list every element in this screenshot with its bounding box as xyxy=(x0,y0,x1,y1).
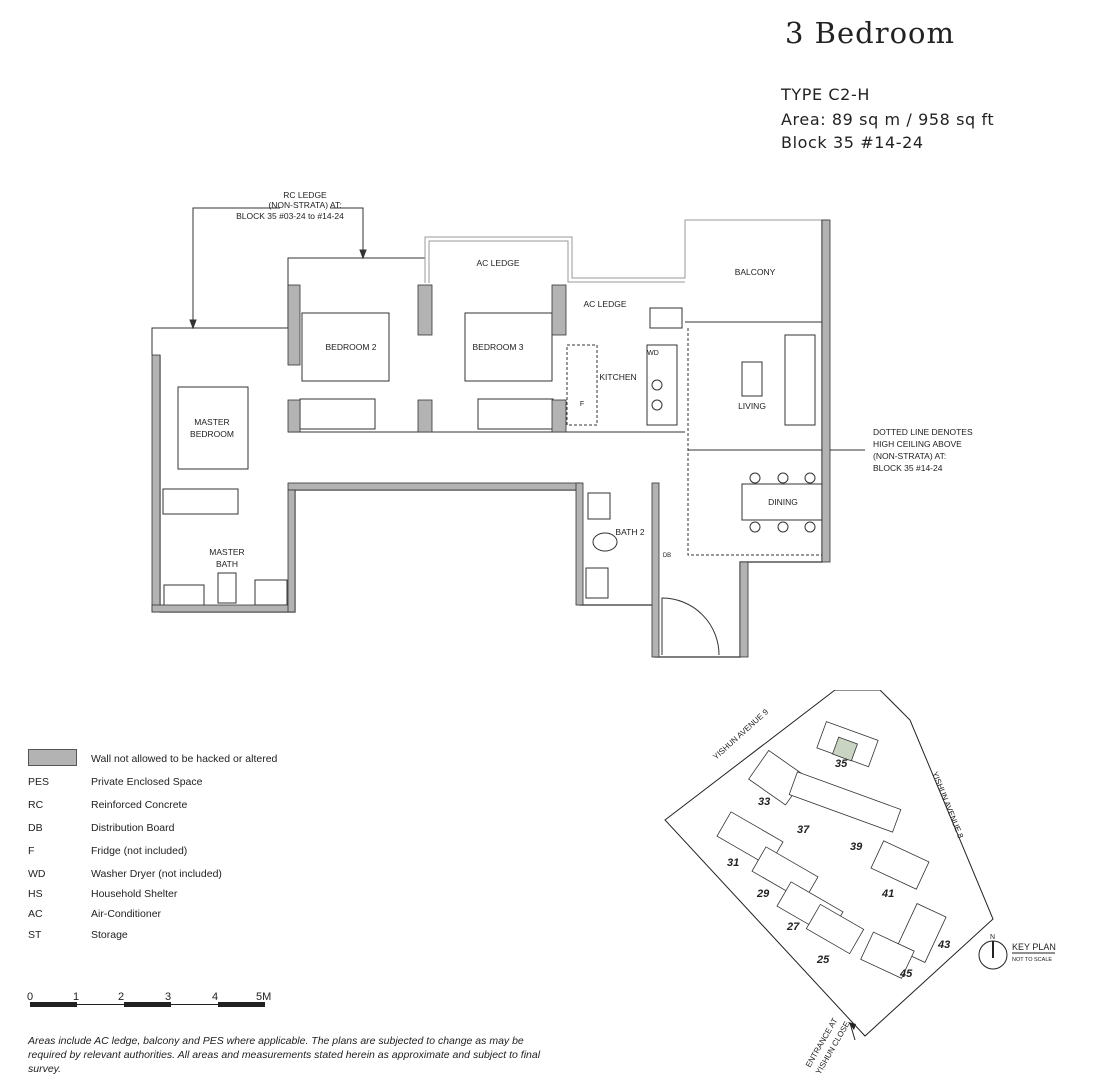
db-label: DB xyxy=(663,553,671,559)
room-master-bedroom-1: MASTER xyxy=(194,417,229,427)
room-bedroom-3: BEDROOM 3 xyxy=(472,342,523,352)
legend-desc: Household Shelter xyxy=(91,888,178,900)
ceiling-note-2: HIGH CEILING ABOVE xyxy=(873,439,962,449)
road-yishun-ave-8: YISHUN AVENUE 8 xyxy=(930,770,965,840)
fridge-label: F xyxy=(580,401,584,408)
rc-ledge-note-1: RC LEDGE xyxy=(283,190,327,200)
legend-desc: Distribution Board xyxy=(91,822,175,834)
block-label: 33 xyxy=(758,796,770,808)
ceiling-note-1: DOTTED LINE DENOTES xyxy=(873,427,973,437)
block-label: 31 xyxy=(727,857,739,869)
page-title: 3 Bedroom xyxy=(785,16,955,50)
scale-label: 4 xyxy=(212,991,219,1003)
key-plan: 35 33 37 39 31 29 41 27 25 43 45 YISHUN … xyxy=(664,690,1056,1076)
legend-desc: Reinforced Concrete xyxy=(91,799,188,811)
block-label: 29 xyxy=(756,888,770,900)
unit-block: Block 35 #14-24 xyxy=(781,133,924,152)
entrance-arrow-icon xyxy=(849,1022,856,1041)
legend-desc: Private Enclosed Space xyxy=(91,776,203,788)
scale-label: 1 xyxy=(73,991,80,1003)
keyplan-title: KEY PLAN xyxy=(1012,942,1056,952)
block-label: 35 xyxy=(835,758,848,770)
north-arrow-icon: N xyxy=(978,934,1008,970)
unit-type: TYPE C2-H xyxy=(781,85,870,104)
ceiling-note-4: BLOCK 35 #14-24 xyxy=(873,463,943,473)
floor-plan: RC LEDGE (NON-STRATA) AT: BLOCK 35 #03-2… xyxy=(151,190,973,658)
legend-abbr: DB xyxy=(28,822,43,834)
room-bath-2: BATH 2 xyxy=(615,527,644,537)
disclaimer: Areas include AC ledge, balcony and PES … xyxy=(28,1035,541,1075)
structural-walls xyxy=(151,219,831,658)
block-label: 27 xyxy=(786,921,800,933)
block-label: 41 xyxy=(881,888,894,900)
north-label: N xyxy=(990,934,995,941)
rc-ledge-note-3: BLOCK 35 #03-24 to #14-24 xyxy=(236,211,344,221)
room-master-bedroom-2: BEDROOM xyxy=(190,429,234,439)
legend-wall-swatch xyxy=(28,749,77,766)
legend-desc: Storage xyxy=(91,929,128,941)
room-living: LIVING xyxy=(738,401,766,411)
rc-ledge-note-2: (NON-STRATA) AT: xyxy=(268,200,341,210)
block-label: 43 xyxy=(937,939,950,951)
legend-abbr: ST xyxy=(28,929,42,941)
scale-label: 0 xyxy=(27,991,34,1003)
scale-label: 3 xyxy=(165,991,172,1003)
scale-label: 5M xyxy=(256,991,272,1003)
room-ac-ledge-2: AC LEDGE xyxy=(584,299,627,309)
legend-desc: Fridge (not included) xyxy=(91,845,188,857)
scale-label: 2 xyxy=(118,991,125,1003)
road-yishun-ave-9: YISHUN AVENUE 9 xyxy=(711,707,770,762)
room-master-bath-1: MASTER xyxy=(209,547,244,557)
legend-abbr: PES xyxy=(28,776,50,788)
rc-ledge-leader xyxy=(192,207,280,325)
room-balcony: BALCONY xyxy=(735,267,776,277)
room-master-bath-2: BATH xyxy=(216,559,238,569)
unit-area: Area: 89 sq m / 958 sq ft xyxy=(781,110,995,129)
wd-label: WD xyxy=(647,350,659,357)
legend-abbr: WD xyxy=(28,868,46,880)
legend-desc: Air-Conditioner xyxy=(91,908,162,920)
legend-abbr: AC xyxy=(28,908,43,920)
block-label: 25 xyxy=(816,954,830,966)
block-label: 39 xyxy=(850,841,863,853)
room-ac-ledge-1: AC LEDGE xyxy=(477,258,520,268)
legend-abbr: RC xyxy=(28,799,44,811)
block-label: 37 xyxy=(797,824,810,836)
legend-abbr: HS xyxy=(28,888,43,900)
keyplan-subtitle: NOT TO SCALE xyxy=(1012,957,1052,963)
legend-wall-note: Wall not allowed to be hacked or altered xyxy=(91,753,278,765)
room-bedroom-2: BEDROOM 2 xyxy=(325,342,376,352)
legend-desc: Washer Dryer (not included) xyxy=(91,868,222,880)
legend-abbr: F xyxy=(28,845,35,857)
room-kitchen: KITCHEN xyxy=(599,372,636,382)
block-label: 45 xyxy=(899,968,913,980)
room-dining: DINING xyxy=(768,497,798,507)
ceiling-note-3: (NON-STRATA) AT: xyxy=(873,451,946,461)
